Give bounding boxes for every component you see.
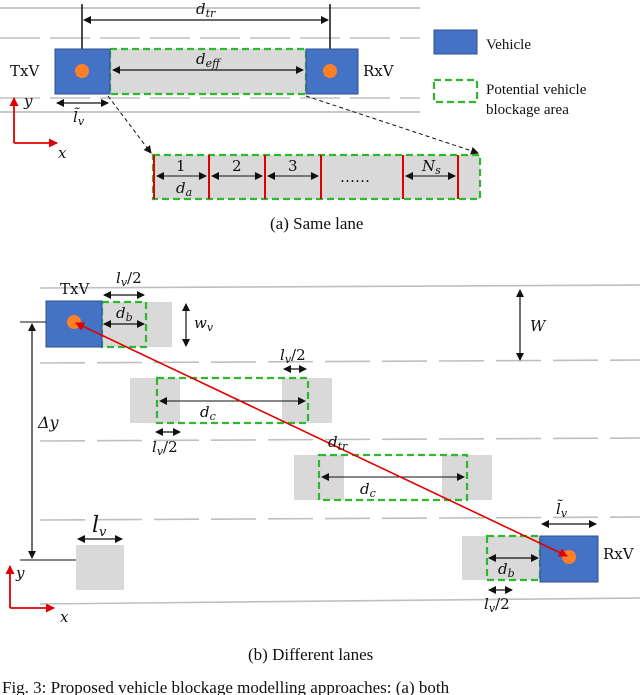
lv-label-bottom: lv: [92, 513, 107, 540]
lv-half-label-bottom: lv/2: [484, 595, 510, 615]
axis-x-label-b: x: [60, 608, 69, 626]
db-label-bottom: db: [498, 560, 515, 580]
panel-b-caption: (b) Different lanes: [248, 645, 373, 664]
rx-label-b: RxV: [603, 545, 635, 563]
segment-ns-label: Ns: [421, 157, 441, 177]
lv-half-label-top: lv/2: [116, 269, 142, 289]
tx-antenna: [75, 64, 89, 78]
lane-line-dashed: [39, 516, 640, 521]
tx-label-b: TxV: [60, 280, 90, 298]
lv-tilde-label: l̃v: [73, 108, 85, 128]
figure-caption: Fig. 3: Proposed vehicle blockage modell…: [2, 678, 450, 695]
panel-b: TxV lv/2 db wv W Δy dc lv/2 lv/2 dc: [5, 269, 640, 664]
lane-line-dashed: [39, 359, 640, 364]
legend: Vehicle Potential vehicle blockage area: [432, 29, 587, 118]
tx-label: TxV: [10, 62, 40, 80]
lane-line: [39, 284, 640, 289]
legend-blockage-label-line2: blockage area: [486, 102, 569, 118]
segment-2-label: 2: [232, 157, 242, 175]
axis-y-label-b: y: [15, 564, 25, 582]
segment-dividers: [153, 155, 459, 199]
dtr-label-b: dtr: [328, 433, 348, 453]
los-line: [75, 322, 568, 557]
rx-antenna-b: [562, 550, 576, 564]
legend-blockage-swatch: [432, 78, 479, 104]
legend-vehicle-swatch: [433, 29, 478, 55]
panel-a-caption: (a) Same lane: [270, 214, 363, 233]
lv-half-label-mid-bottom: lv/2: [152, 438, 178, 458]
tx-antenna-b: [67, 315, 81, 329]
deff-label: deff: [196, 50, 222, 70]
zoom-line-right: [305, 95, 479, 155]
legend-blockage-label-line1: Potential vehicle: [486, 82, 587, 98]
dtr-label: dtr: [196, 0, 216, 20]
segment-3-label: 3: [288, 157, 298, 175]
panel-a: dtr deff TxV RxV l̃v y x: [0, 0, 587, 233]
W-label: W: [530, 317, 547, 335]
bottom-left-gray-vehicle: [76, 545, 124, 590]
da-label: da: [176, 179, 192, 199]
axes-a: y x: [9, 92, 67, 162]
rx-label: RxV: [363, 62, 395, 80]
segment-ellipsis-label: ……: [340, 168, 370, 186]
lv-half-label-mid-top: lv/2: [280, 346, 306, 366]
db-label-top: db: [116, 304, 133, 324]
axis-y-label: y: [23, 92, 33, 110]
axis-x-label: x: [58, 144, 67, 162]
axes-b: y x: [5, 564, 69, 626]
legend-vehicle-label: Vehicle: [486, 37, 531, 53]
blockage-gray-area: [110, 49, 306, 94]
lv-tilde-label-rx: l̃v: [556, 500, 568, 520]
delta-y-label: Δy: [37, 413, 60, 432]
lane-line: [39, 597, 640, 605]
rx-antenna: [323, 64, 337, 78]
segment-1-label: 1: [176, 157, 186, 175]
zoom-line-left: [107, 95, 152, 154]
wv-label: wv: [194, 314, 214, 334]
